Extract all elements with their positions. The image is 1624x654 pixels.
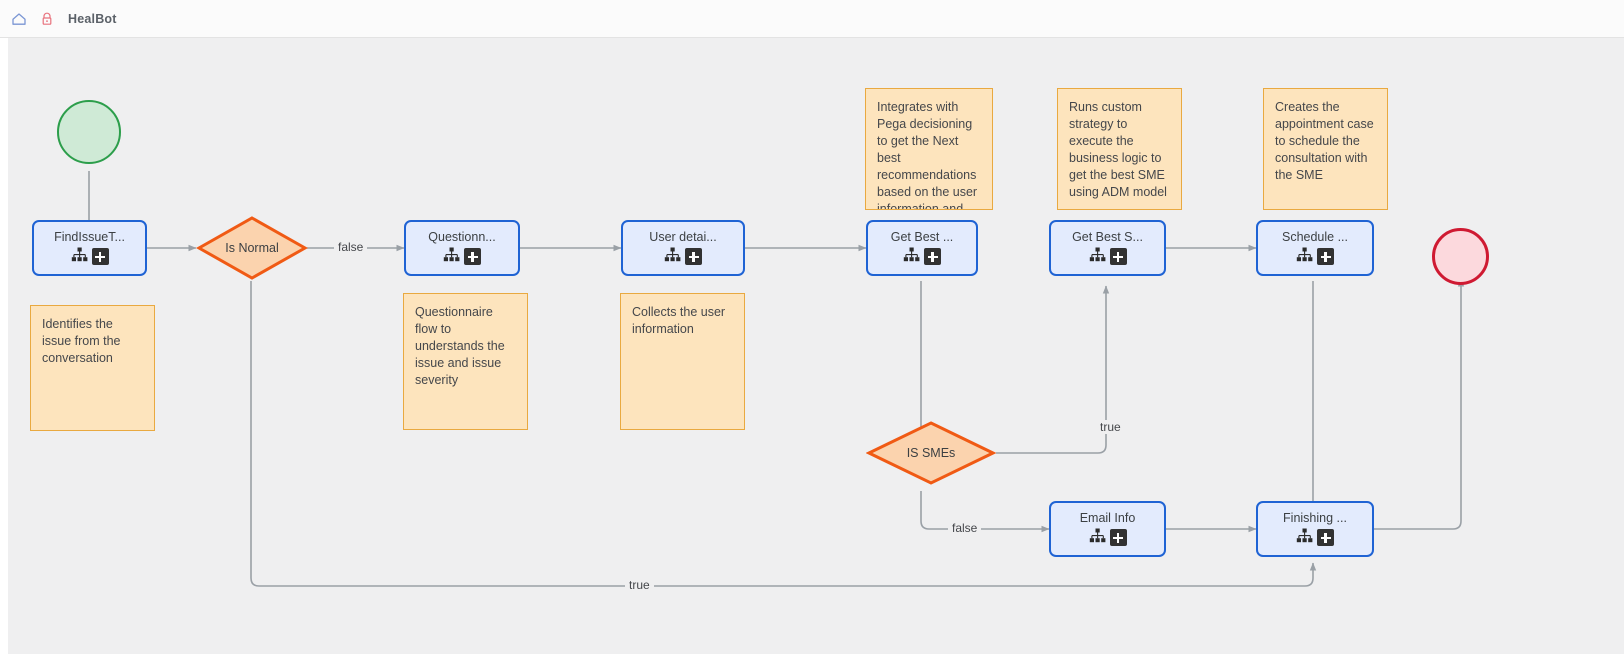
tree-icon [664,247,681,267]
node-label: User detai... [649,229,717,244]
note-schedule[interactable]: Creates the appointment case to schedule… [1263,88,1388,210]
plus-badge-icon[interactable] [1109,248,1127,266]
edge-layer [85,171,1465,587]
plus-badge-icon[interactable] [1317,529,1334,547]
note-get-best-sme[interactable]: Runs custom strategy to execute the busi… [1057,88,1182,210]
node-badges [664,247,702,267]
node-badges [1089,247,1127,267]
node-questionnaire[interactable]: Questionn... [404,220,520,276]
decision-label: Is Normal [225,241,279,255]
edge-label-is-normal-true: true [625,578,654,592]
diamond-shape [866,421,996,485]
node-badges [903,247,941,267]
node-find-issue[interactable]: FindIssueT... [32,220,147,276]
node-label: Get Best ... [890,229,954,244]
end-event[interactable] [1432,228,1489,285]
tree-icon [903,247,920,267]
tree-icon [1089,247,1106,267]
node-get-best[interactable]: Get Best ... [866,220,978,276]
node-label: Get Best S... [1072,229,1143,244]
edge-label-is-normal-false: false [334,240,368,254]
node-label: Email Info [1079,510,1136,525]
plus-badge-icon[interactable] [1317,248,1334,266]
node-badges [1089,528,1127,548]
note-user-details[interactable]: Collects the user information [620,293,745,430]
flow-canvas[interactable]: FindIssueT... Questionn... [8,38,1624,654]
node-badges [443,247,481,267]
plus-badge-icon[interactable] [1109,529,1127,547]
tree-icon [71,247,88,267]
plus-badge-icon[interactable] [91,248,109,266]
tree-icon [1089,528,1106,548]
tree-icon [1296,247,1313,267]
decision-label: IS SMEs [906,446,956,460]
node-label: Schedule ... [1281,229,1348,244]
node-label: Questionn... [428,229,496,244]
lock-icon[interactable] [36,8,58,30]
start-event[interactable] [57,100,121,164]
node-get-best-sme[interactable]: Get Best S... [1049,220,1166,276]
home-icon[interactable] [8,8,30,30]
node-finishing[interactable]: Finishing ... [1256,501,1374,557]
node-email-info[interactable]: Email Info [1049,501,1166,557]
decision-is-smes[interactable]: IS SMEs [866,420,996,486]
node-badges [1296,247,1334,267]
decision-is-normal[interactable]: Is Normal [196,215,308,281]
app-header: HealBot [0,0,1624,38]
plus-badge-icon[interactable] [685,248,702,266]
plus-badge-icon[interactable] [924,248,941,266]
node-user-details[interactable]: User detai... [621,220,745,276]
edge-label-is-smes-false: false [948,521,982,535]
node-badges [71,247,109,267]
note-find-issue[interactable]: Identifies the issue from the conversati… [30,305,155,431]
node-schedule[interactable]: Schedule ... [1256,220,1374,276]
tree-icon [443,247,460,267]
note-questionnaire[interactable]: Questionnaire flow to understands the is… [403,293,528,430]
page-title: HealBot [68,11,117,26]
tree-icon [1296,528,1313,548]
diamond-shape [196,216,308,280]
edge-label-is-smes-true: true [1096,420,1125,434]
plus-badge-icon[interactable] [464,248,481,266]
node-label: Finishing ... [1283,510,1347,525]
node-badges [1296,528,1334,548]
note-get-best[interactable]: Integrates with Pega decisioning to get … [865,88,993,210]
node-label: FindIssueT... [54,229,125,244]
